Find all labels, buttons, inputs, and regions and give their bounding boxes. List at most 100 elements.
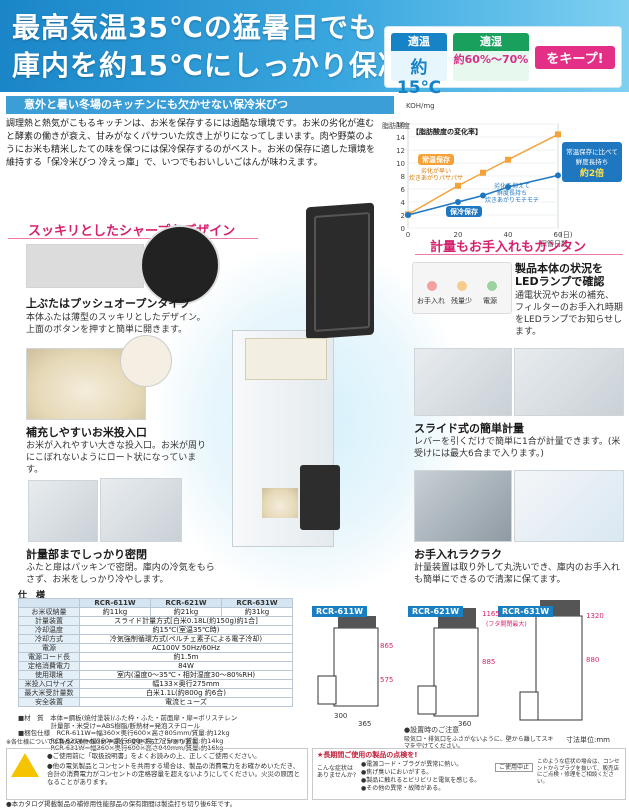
spec-value: 約21kg [150,607,222,617]
dim-model-1: RCR-611W [312,606,368,617]
seal-body: ふたと扉はパッキンで密閉。庫内の冷気をもらさず、お米をしっかり冷やします。 [26,563,215,585]
spec-row: 安全装置電流ヒューズ [18,697,293,707]
dim-d2: 360 [458,720,472,728]
humidity-badge: 適湿 約60%〜70% [453,33,529,81]
humidity-value: 約60%〜70% [453,53,529,66]
y-unit: KOH/mg [406,102,435,110]
dim-note1: ●設置時のご注意 [404,726,460,734]
slide-photo-2 [514,348,624,416]
x-tick-label: 60 [554,231,563,239]
care-3: ●製品に触れるとビリビリと電気を感じる。 [361,777,481,784]
seal-title: 計量部までしっかり密閉 [26,548,147,561]
spec-value: 室内(温度0〜35℃・相対湿度30〜80%RH) [79,670,293,680]
led-title: 製品本体の状況をLEDランプで確認 [515,262,605,288]
push-body: 本体ふたは薄型のスッキリとしたデザイン。上面のボタンを押すと簡単に開きます。 [26,313,206,335]
led-care-label: お手入れ [417,297,445,305]
data-point [405,212,411,218]
clean-photo-2 [514,470,624,542]
clean-body: 計量装置は取り外して丸洗いでき、庫内のお手入れも簡単にできるので清潔に保てます。 [414,563,620,585]
push-title: 上ぶたはプッシュオープンタイプ [26,297,191,310]
dim-note2: 吸気口・排気口をふさがないように、壁から離してスキマを空けてください。 [404,736,554,750]
spec-value: 84W [79,661,293,671]
spec-value: 約31kg [221,607,293,617]
data-point [555,172,561,179]
keep-tail: をキープ! [535,46,615,69]
dim-h2: 1165 [482,610,500,618]
data-point [505,184,511,191]
spec-label: 使用環境 [18,670,80,680]
spec-row: 電源コード長約1.5m [18,652,293,662]
spec-row: 使用環境室内(温度0〜35℃・相対湿度30〜80%RH) [18,670,293,680]
spec-label: 電源コード長 [18,652,80,662]
normal-label-bg [418,154,454,165]
cold-label-bg [446,206,482,217]
humidity-head: 適湿 [453,33,529,51]
button-closeup [140,225,220,305]
data-point [555,131,561,138]
led-low-icon [457,281,467,291]
dim-h2b: 885 [482,658,496,666]
x-tick-label: 20 [454,231,463,239]
rice-closeup [120,335,172,387]
spec-value: 電流ヒューズ [79,697,293,707]
keep-badge: 適温 約15℃ 適湿 約60%〜70% をキープ! [384,26,622,98]
spec-label: お米収納量 [18,607,80,617]
temp-badge: 適温 約15℃ [391,33,447,98]
dim-w: 300 [334,712,348,720]
spec-value: 約11kg [79,607,151,617]
x-tick-label: 0 [406,231,410,239]
dim-h1: 865 [380,642,394,650]
x-tick-label: 40 [504,231,513,239]
care-2: ●焦げ臭いにおいがする。 [361,769,433,776]
spec-row: 計量装置スライド計量方式[白米0.18L(約150g)約1合] [18,616,293,626]
design-rule [8,238,258,239]
dim-unit: 寸法単位:mm [566,736,610,744]
clean-photo-1 [414,470,512,542]
spec-label: 最大米受計量数 [18,688,80,698]
caution-box: ●ご使用前に「取扱説明書」をよくお読みの上、正しくご使用ください。 ●他の電気製… [6,748,308,800]
spec-corner [18,598,80,608]
spec-label: 電源 [18,643,80,653]
led-power-icon [487,281,497,291]
led-panel: お手入れ 残量少 電源 [412,262,512,314]
spec-note: 計量部・米受け=ABS樹脂/断熱材=発泡スチロール [18,721,201,730]
data-point [480,192,486,199]
spec-row: 冷却温度約15℃(室温35℃時) [18,625,293,635]
care-right: このような症状の場合は、コンセントからプラグを抜いて、販売店にご点検・修理をご相… [537,759,620,785]
led-power-label: 電源 [483,297,497,305]
side-note1: 常温保存に比べて [566,147,618,156]
spec-value: 白米1.1L(約800g 約6合) [79,688,293,698]
slide-photo-1 [414,348,512,416]
easy-title: 計量もお手入れもカンタン [430,240,587,255]
y-tick-label: 12 [396,147,405,155]
caution-line2: ●他の電気製品とコンセントを共用する場合は、製品の消費電力をお確かめいただき、合… [47,762,300,786]
chart-title: 【脂肪酸度の変化率】 [412,127,482,136]
bottom-note: ●本カタログ掲載製品の補修用性能部品の保有期間は製造打ち切り後6年です。 [6,800,237,808]
measured-rice [262,488,298,518]
temp-head: 適温 [391,33,447,51]
data-point [480,169,486,176]
spec-row: 米投入口サイズ幅133×奥行275mm [18,679,293,689]
spec-value: AC100V 50Hz/60Hz [79,643,293,653]
warning-icon [11,753,39,777]
y-tick-label: 8 [401,173,405,181]
care-1: ●電源コード・プラグが異常に熱い。 [361,761,463,768]
lid-gasket [314,212,370,332]
spec-note: ■材 質 本体=鋼板(焼付塗装)/ふた枠・ふた・前面扉・扉=ポリスチレン [18,714,238,722]
y-tick-label: 16 [396,121,405,129]
dim-model-3: RCR-631W [498,606,554,617]
care-title: ★長期間ご使用の製品の点検を! [317,751,418,759]
care-4: ●その他の異常・故障がある。 [361,785,445,792]
dim-h1b: 575 [380,676,394,684]
dim-open-note: (フタ開閉最大) [486,621,527,628]
spec-value: 約1.5m [79,652,293,662]
dim-d1: 365 [358,720,372,728]
led-low-label: 残量少 [451,297,472,305]
cold-note3: 炊きあがりモチモチ [485,196,539,204]
normal-series-label: 常温保存 [422,155,450,164]
clean-title: お手入れラクラク [414,548,502,561]
